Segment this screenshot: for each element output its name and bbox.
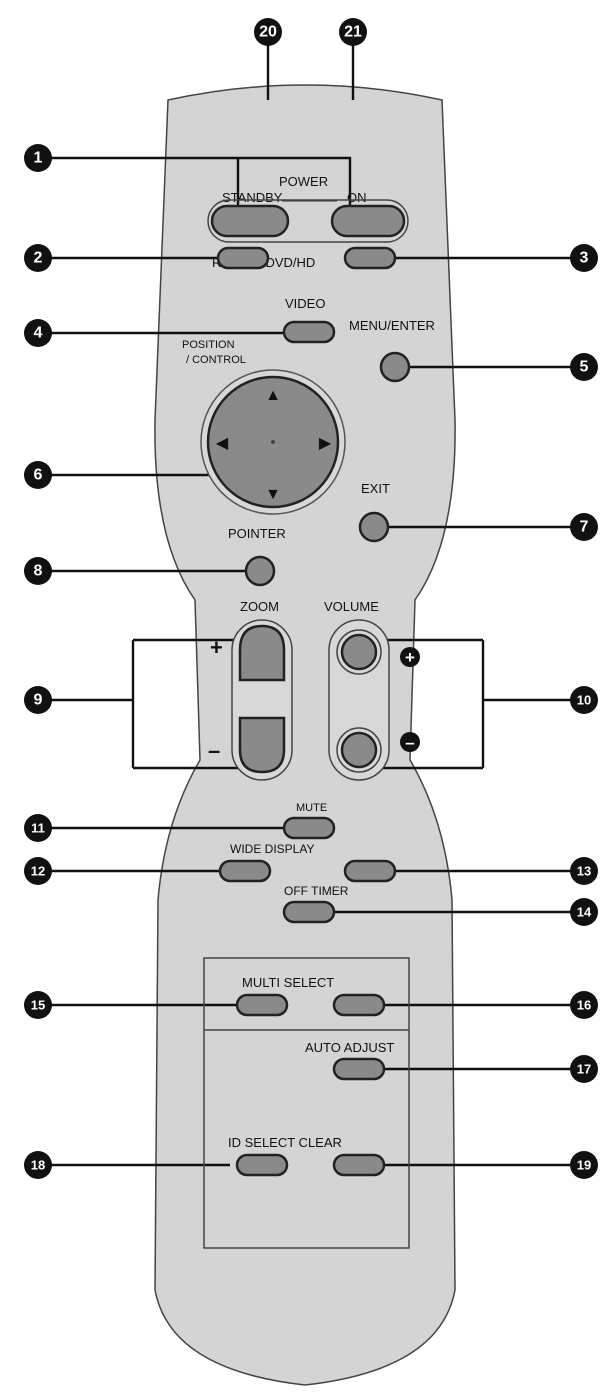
- volume-minus-icon: [400, 732, 420, 752]
- svg-text:21: 21: [344, 24, 362, 41]
- volume-down-button[interactable]: [340, 731, 378, 769]
- clear-button[interactable]: [332, 1153, 386, 1177]
- standby-label: STANDBY: [222, 190, 283, 205]
- callout-1: 1: [24, 144, 52, 172]
- wide-display-button[interactable]: [218, 859, 272, 883]
- arrow-up-icon[interactable]: ▲: [265, 387, 281, 404]
- volume-up-button[interactable]: [340, 633, 378, 671]
- svg-text:7: 7: [580, 519, 589, 536]
- pointer-button[interactable]: [244, 555, 276, 587]
- callout-19: 19: [570, 1151, 598, 1179]
- video-label: VIDEO: [285, 296, 325, 311]
- svg-text:1: 1: [34, 150, 43, 167]
- callout-5: 5: [570, 353, 598, 381]
- callout-21: 21: [339, 18, 367, 46]
- rgb-pc-button[interactable]: [216, 246, 270, 270]
- svg-text:14: 14: [577, 905, 592, 920]
- zoom-minus-button[interactable]: [238, 716, 286, 774]
- svg-text:20: 20: [259, 24, 277, 41]
- zoom-plus-label: +: [210, 635, 223, 660]
- callout-18: 18: [24, 1151, 52, 1179]
- svg-text:4: 4: [34, 325, 43, 342]
- menu-enter-label: MENU/ENTER: [349, 318, 435, 333]
- multi-select-label: MULTI SELECT: [242, 975, 334, 990]
- svg-text:11: 11: [31, 821, 45, 836]
- arrow-down-icon[interactable]: ▼: [265, 486, 281, 503]
- callout-15: 15: [24, 991, 52, 1019]
- callout-11: 11: [24, 814, 52, 842]
- standby-button[interactable]: [210, 204, 290, 238]
- lower-panel: [203, 957, 410, 1249]
- svg-text:9: 9: [34, 692, 43, 709]
- auto-adjust-label: AUTO ADJUST: [305, 1040, 394, 1055]
- zoom-minus-label: –: [208, 738, 220, 763]
- control-label: / CONTROL: [186, 354, 246, 366]
- leader-10: [376, 638, 588, 770]
- on-label: ON: [347, 190, 367, 205]
- callout-10: 10: [570, 686, 598, 714]
- menu-enter-button[interactable]: [379, 351, 411, 383]
- callout-4: 4: [24, 319, 52, 347]
- exit-label: EXIT: [361, 481, 390, 496]
- svg-text:3: 3: [580, 250, 589, 267]
- svg-text:5: 5: [580, 359, 589, 376]
- zoom-label: ZOOM: [240, 599, 279, 614]
- svg-text:8: 8: [34, 563, 43, 580]
- off-timer-button[interactable]: [282, 900, 336, 924]
- svg-text:16: 16: [577, 998, 591, 1013]
- position-label: POSITION: [182, 339, 235, 351]
- multi-select-button-left[interactable]: [235, 993, 289, 1017]
- svg-text:19: 19: [577, 1158, 591, 1173]
- video-button[interactable]: [282, 320, 336, 344]
- svg-text:18: 18: [31, 1158, 45, 1173]
- dvd-hd-button[interactable]: [343, 246, 397, 270]
- power-label: POWER: [279, 174, 328, 189]
- auto-adjust-button[interactable]: [332, 1057, 386, 1081]
- svg-text:13: 13: [577, 864, 591, 879]
- volume-minus-glyph: –: [405, 733, 414, 752]
- callout-17: 17: [570, 1055, 598, 1083]
- power-button-frame: [207, 199, 409, 243]
- pointer-label: POINTER: [228, 526, 286, 541]
- arrow-left-icon[interactable]: ◀: [216, 435, 229, 452]
- svg-text:15: 15: [31, 998, 45, 1013]
- svg-text:2: 2: [34, 250, 43, 267]
- callout-9: 9: [24, 686, 52, 714]
- zoom-plus-button[interactable]: [238, 624, 286, 682]
- mute-button[interactable]: [282, 816, 336, 840]
- callout-2: 2: [24, 244, 52, 272]
- power-on-button[interactable]: [330, 204, 406, 238]
- callout-7: 7: [570, 513, 598, 541]
- callout-8: 8: [24, 557, 52, 585]
- dpad-center-dot: [271, 440, 275, 444]
- arrow-right-icon[interactable]: ▶: [319, 435, 332, 452]
- exit-button[interactable]: [358, 511, 390, 543]
- volume-plus-icon: [400, 647, 420, 667]
- id-select-clear-label: ID SELECT CLEAR: [228, 1135, 342, 1150]
- leader-1: [50, 156, 352, 210]
- volume-label: VOLUME: [324, 599, 379, 614]
- callout-6: 6: [24, 461, 52, 489]
- callout-14: 14: [570, 898, 598, 926]
- wide-display-label: WIDE DISPLAY: [230, 842, 314, 856]
- leader-9: [50, 638, 238, 770]
- mute-label: MUTE: [296, 802, 327, 814]
- svg-text:6: 6: [34, 467, 43, 484]
- callout-13: 13: [570, 857, 598, 885]
- button-13[interactable]: [343, 859, 397, 883]
- callout-12: 12: [24, 857, 52, 885]
- callout-16: 16: [570, 991, 598, 1019]
- off-timer-label: OFF TIMER: [284, 884, 349, 898]
- svg-text:10: 10: [577, 693, 591, 708]
- callout-20: 20: [254, 18, 282, 46]
- volume-plus-glyph: +: [405, 648, 415, 667]
- svg-text:12: 12: [31, 864, 45, 879]
- svg-text:17: 17: [577, 1062, 591, 1077]
- multi-select-button-right[interactable]: [332, 993, 386, 1017]
- callout-3: 3: [570, 244, 598, 272]
- id-select-button[interactable]: [235, 1153, 289, 1177]
